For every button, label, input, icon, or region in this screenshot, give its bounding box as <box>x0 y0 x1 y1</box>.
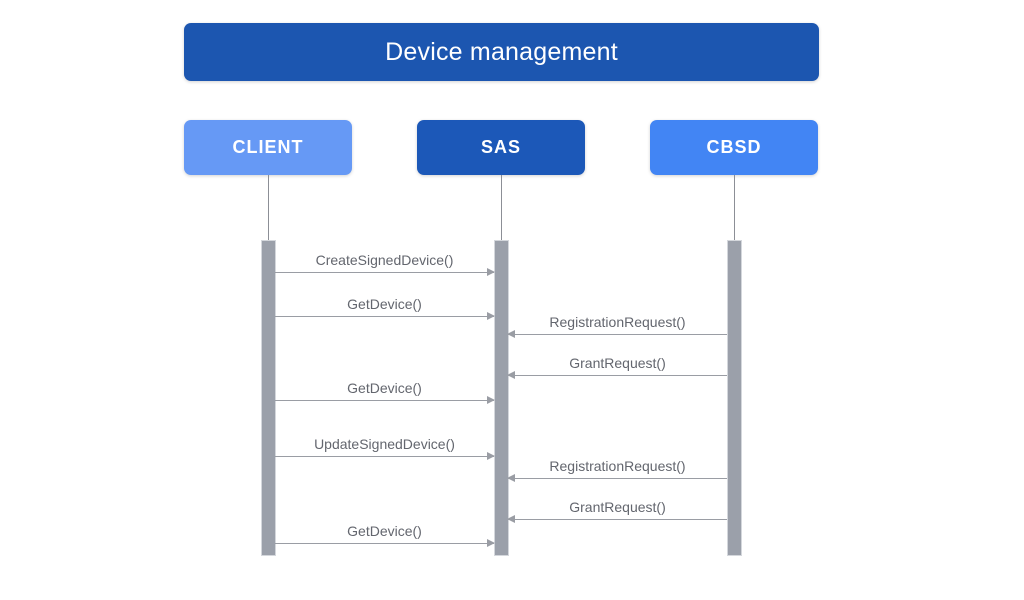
arrowhead-right-icon <box>487 312 495 320</box>
message-line <box>275 400 494 401</box>
message-line <box>508 478 727 479</box>
activation-bar-client <box>261 240 276 556</box>
message-label: GetDevice() <box>347 380 422 396</box>
activation-bar-sas <box>494 240 509 556</box>
message-line <box>508 334 727 335</box>
message-line <box>275 456 494 457</box>
message-label: GrantRequest() <box>569 355 666 371</box>
page-title: Device management <box>385 37 618 66</box>
message-label: GetDevice() <box>347 523 422 539</box>
message-grantrequest-7: GrantRequest() <box>507 499 727 523</box>
message-label: RegistrationRequest() <box>549 314 686 330</box>
message-label: RegistrationRequest() <box>549 458 686 474</box>
message-line <box>275 316 494 317</box>
message-label: UpdateSignedDevice() <box>314 436 455 452</box>
message-createsigneddevice-0: CreateSignedDevice() <box>275 252 495 276</box>
arrowhead-left-icon <box>507 474 515 482</box>
participant-box-client[interactable]: CLIENT <box>184 120 352 175</box>
message-label: GrantRequest() <box>569 499 666 515</box>
message-registrationrequest-6: RegistrationRequest() <box>507 458 727 482</box>
arrowhead-right-icon <box>487 539 495 547</box>
message-getdevice-4: GetDevice() <box>275 380 495 404</box>
message-label: GetDevice() <box>347 296 422 312</box>
participant-box-cbsd[interactable]: CBSD <box>650 120 818 175</box>
lifeline-cbsd <box>734 175 735 240</box>
diagram-title-banner: Device management <box>184 23 819 81</box>
message-getdevice-1: GetDevice() <box>275 296 495 320</box>
message-line <box>275 543 494 544</box>
arrowhead-left-icon <box>507 330 515 338</box>
participant-box-sas[interactable]: SAS <box>417 120 585 175</box>
message-line <box>508 519 727 520</box>
message-line <box>508 375 727 376</box>
participant-label: SAS <box>480 137 521 157</box>
arrowhead-right-icon <box>487 268 495 276</box>
lifeline-client <box>268 175 269 240</box>
arrowhead-right-icon <box>487 452 495 460</box>
activation-bar-cbsd <box>727 240 742 556</box>
participant-label: CBSD <box>706 137 762 157</box>
message-registrationrequest-2: RegistrationRequest() <box>507 314 727 338</box>
message-getdevice-8: GetDevice() <box>275 523 495 547</box>
message-label: CreateSignedDevice() <box>315 252 454 268</box>
arrowhead-left-icon <box>507 515 515 523</box>
lifeline-sas <box>501 175 502 240</box>
message-updatesigneddevice-5: UpdateSignedDevice() <box>275 436 495 460</box>
message-grantrequest-3: GrantRequest() <box>507 355 727 379</box>
participant-label: CLIENT <box>232 137 304 157</box>
message-line <box>275 272 494 273</box>
arrowhead-left-icon <box>507 371 515 379</box>
arrowhead-right-icon <box>487 396 495 404</box>
